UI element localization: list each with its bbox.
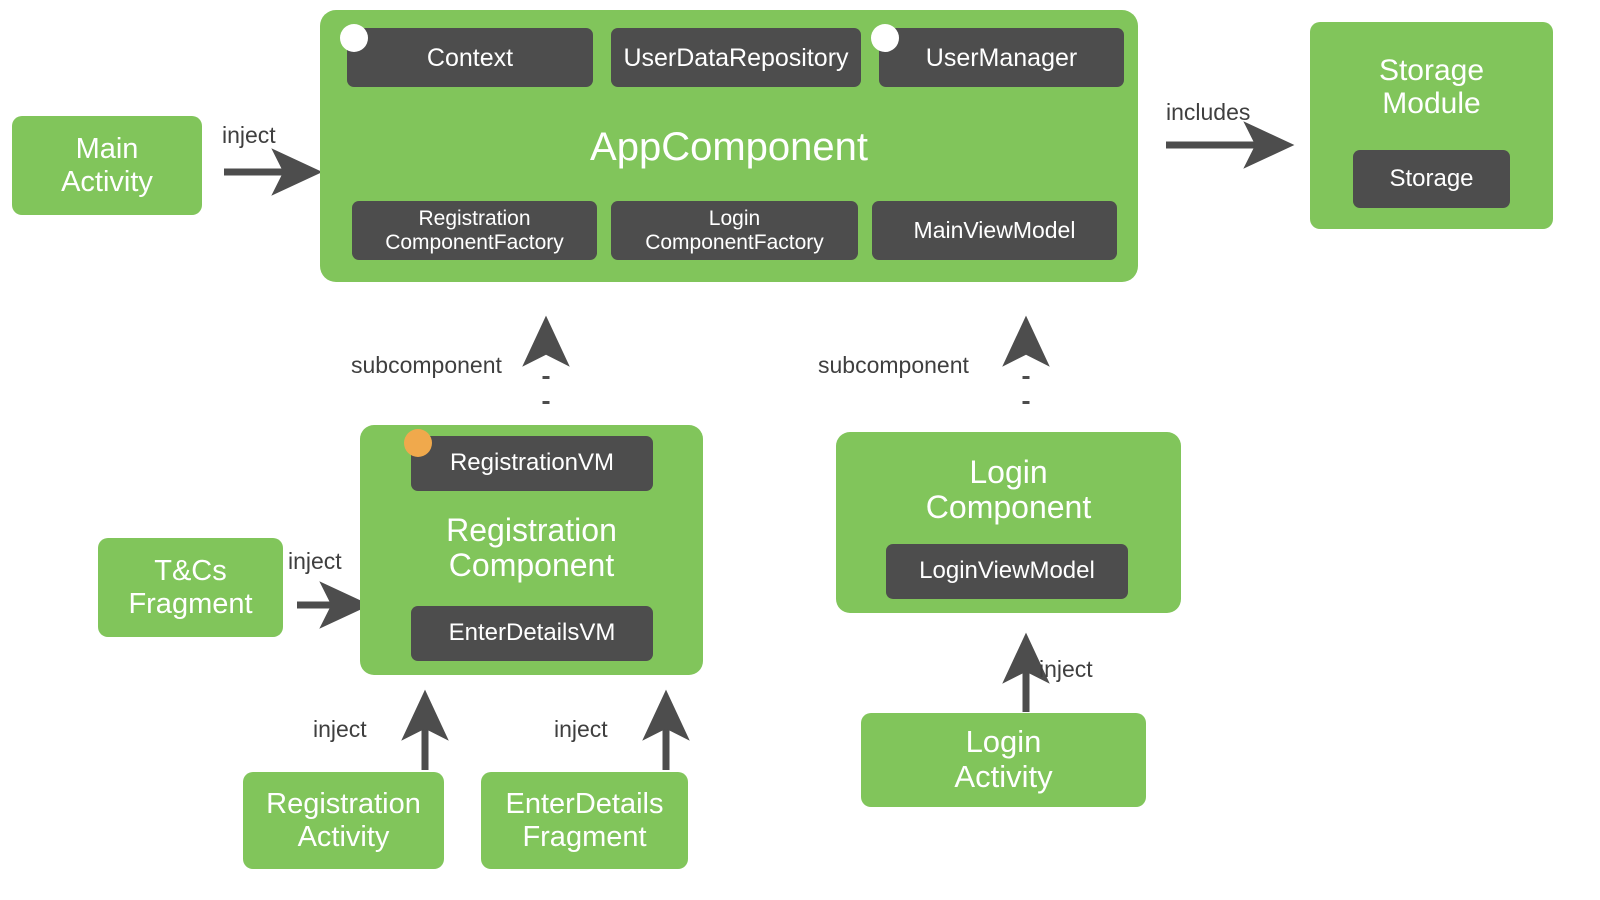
edge-label-tcs-inject: inject — [288, 548, 342, 574]
scope-marker-user-manager-icon — [871, 24, 899, 52]
binding-login-view-model[interactable]: LoginViewModel — [886, 544, 1128, 599]
node-storage-module-label: Storage Module — [1378, 54, 1485, 120]
node-registration-component-label: Registration Component — [446, 511, 617, 583]
binding-registration-vm[interactable]: RegistrationVM — [411, 436, 653, 491]
binding-login-component-factory[interactable]: Login ComponentFactory — [611, 201, 858, 260]
edge-label-main-activity-inject: inject — [222, 122, 276, 148]
node-registration-activity[interactable]: Registration Activity — [243, 772, 444, 869]
binding-user-manager[interactable]: UserManager — [879, 28, 1124, 87]
node-login-activity[interactable]: Login Activity — [861, 713, 1146, 807]
node-tcs-fragment[interactable]: T&Cs Fragment — [98, 538, 283, 637]
node-enter-details-fragment[interactable]: EnterDetails Fragment — [481, 772, 688, 869]
binding-main-view-model[interactable]: MainViewModel — [872, 201, 1117, 260]
binding-registration-component-factory[interactable]: Registration ComponentFactory — [352, 201, 597, 260]
edge-label-login-activity-inject: inject — [1039, 656, 1093, 682]
node-app-component-label: AppComponent — [590, 125, 868, 169]
edge-label-login-subcomponent: subcomponent — [818, 352, 969, 378]
node-main-activity[interactable]: Main Activity — [12, 116, 202, 215]
scope-marker-context-icon — [340, 24, 368, 52]
binding-user-data-repository[interactable]: UserDataRepository — [611, 28, 861, 87]
edge-label-includes: includes — [1166, 99, 1251, 125]
scope-marker-registration-vm-icon — [404, 429, 432, 457]
binding-context[interactable]: Context — [347, 28, 593, 87]
edge-label-registration-subcomponent: subcomponent — [351, 352, 502, 378]
node-login-component-label: Login Component — [925, 453, 1092, 525]
edge-label-registration-activity-inject: inject — [313, 716, 367, 742]
binding-enter-details-vm[interactable]: EnterDetailsVM — [411, 606, 653, 661]
edge-label-enter-details-inject: inject — [554, 716, 608, 742]
binding-storage[interactable]: Storage — [1353, 150, 1510, 208]
